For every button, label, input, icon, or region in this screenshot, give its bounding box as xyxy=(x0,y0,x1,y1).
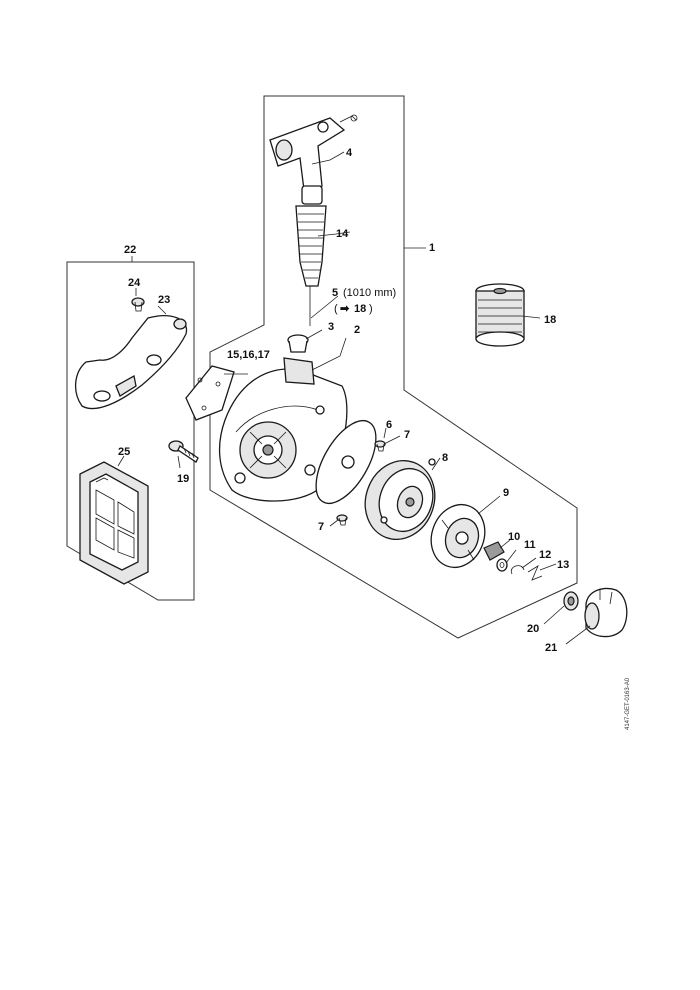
starter-grip-part xyxy=(269,114,358,191)
callout-5-reference: 18 xyxy=(354,303,366,315)
screw-19-part xyxy=(168,440,199,463)
callout-23: 23 xyxy=(158,294,170,306)
callout-4: 4 xyxy=(346,147,353,159)
rope-guide-bush-part xyxy=(287,334,309,353)
starter-cup-part xyxy=(584,587,628,638)
callout-20: 20 xyxy=(527,623,539,635)
callout-15-16-17: 15,16,17 xyxy=(227,349,270,361)
callout-21: 21 xyxy=(545,642,557,654)
callout-18: 18 xyxy=(544,314,556,326)
rotor-disc-part xyxy=(430,503,486,569)
callout-9: 9 xyxy=(503,487,509,499)
callout-24: 24 xyxy=(128,277,141,289)
spring-clip-part xyxy=(510,565,525,575)
callout-5-length: (1010 mm) xyxy=(343,287,396,299)
callout-7b: 7 xyxy=(318,521,324,533)
callout-labels: 4 14 1 5 (1010 mm) ➡ 18 ) ( 3 2 15,16,17… xyxy=(118,147,569,654)
callout-8: 8 xyxy=(442,452,448,464)
callout-6: 6 xyxy=(386,419,392,431)
callout-11: 11 xyxy=(524,539,536,551)
callout-13: 13 xyxy=(557,559,569,571)
assembly-1-frame xyxy=(209,95,578,639)
wire-spring-part xyxy=(527,565,543,581)
callout-2: 2 xyxy=(354,324,360,336)
washer-plate-part xyxy=(315,420,377,504)
fan-housing-part xyxy=(218,357,348,502)
cover-part xyxy=(75,315,188,410)
callout-5: 5 xyxy=(332,287,338,299)
collar-nut-part xyxy=(563,591,579,611)
screw-7a-part xyxy=(374,440,386,452)
rope-spool-part xyxy=(475,283,525,347)
callout-5-arrow: ➡ xyxy=(340,303,350,315)
rope-rotor-part xyxy=(364,458,436,540)
screw-7b-part xyxy=(336,514,348,526)
assembly-22-frame xyxy=(66,261,195,601)
callout-1: 1 xyxy=(429,242,435,254)
callout-22: 22 xyxy=(124,244,136,256)
screw-24-part xyxy=(131,297,145,312)
callout-10: 10 xyxy=(508,531,520,543)
drawing-code: 4147-GET-0163-A0 xyxy=(625,677,631,730)
callout-5-open-paren: ( xyxy=(334,303,338,315)
pawl-part xyxy=(483,541,505,561)
callout-7a: 7 xyxy=(404,429,410,441)
leader-lines xyxy=(117,151,591,645)
rope-guide-spring-part xyxy=(295,185,327,326)
callout-5-close-paren: ) xyxy=(369,303,373,315)
air-filter-part xyxy=(79,461,149,585)
gasket-plate-part xyxy=(185,365,235,421)
callout-3: 3 xyxy=(328,321,334,333)
callout-12: 12 xyxy=(539,549,551,561)
callout-19: 19 xyxy=(177,473,189,485)
callout-25: 25 xyxy=(118,446,130,458)
callout-14: 14 xyxy=(336,228,349,240)
washer-11-part xyxy=(496,558,508,572)
